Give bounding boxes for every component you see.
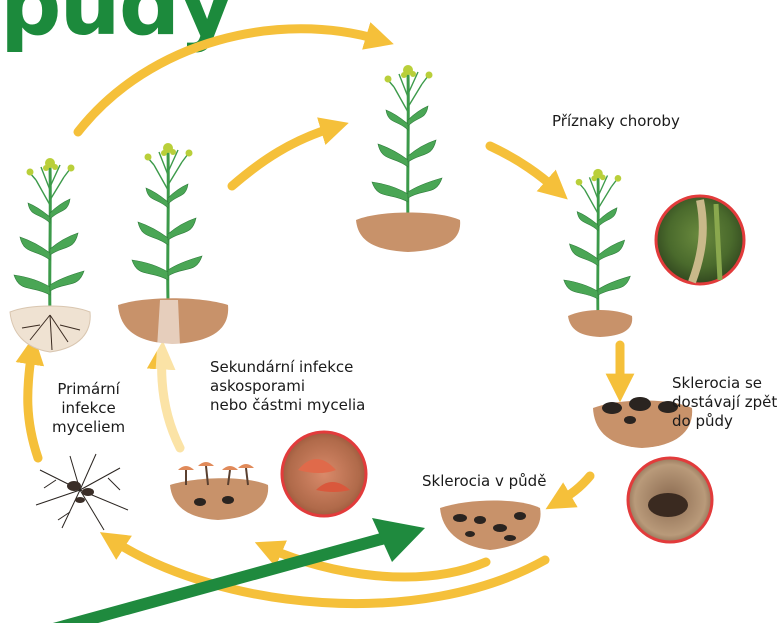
soil-clump-icon — [356, 213, 460, 253]
photo-apothecia — [282, 432, 366, 516]
rapeseed-plant-icon — [564, 169, 631, 318]
label-secondary-infection: Sekundární infekce askosporami nebo část… — [210, 358, 365, 415]
soil-clump-icon — [10, 306, 90, 352]
cycle-arrow-icon — [490, 146, 557, 190]
label-sclerotia-return: Sklerocia se dostávají zpět do půdy — [672, 374, 777, 431]
soil-clump-icon — [440, 501, 541, 551]
soil-clump-icon — [568, 310, 632, 337]
photo-stem-lesion — [656, 196, 744, 284]
cycle-arrow-icon — [232, 127, 335, 186]
rapeseed-plant-icon — [132, 143, 202, 300]
rapeseed-plant-icon — [14, 158, 84, 315]
cycle-arrow-icon — [28, 350, 38, 458]
cycle-arrow-icon — [558, 476, 590, 502]
label-primary-infection: Primární infekce myceliem — [52, 380, 125, 437]
label-symptoms: Příznaky choroby — [552, 112, 680, 131]
rapeseed-plant-icon — [372, 65, 442, 222]
photo-sclerotium-soil — [628, 458, 712, 542]
apothecia-icon — [170, 462, 268, 520]
label-sclerotia-in-soil: Sklerocia v půdě — [422, 472, 546, 491]
